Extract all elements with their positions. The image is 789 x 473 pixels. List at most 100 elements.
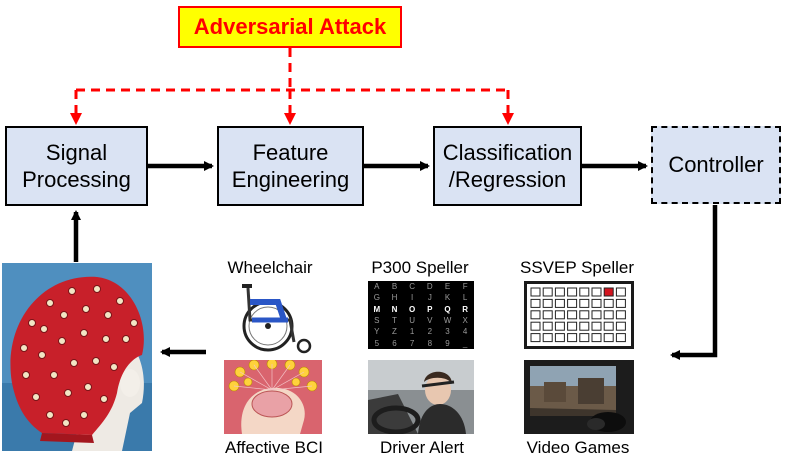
p300-cell: _ [462, 338, 468, 348]
p300-cell: Y [374, 327, 380, 337]
ssvep-cell [542, 298, 553, 308]
feature-engineering-label: Feature Engineering [231, 139, 350, 193]
ssvep-speller-label: SSVEP Speller [519, 258, 635, 277]
ssvep-cell [554, 298, 565, 308]
p300-cell: 5 [374, 338, 380, 348]
ssvep-cell [603, 333, 614, 343]
ssvep-cell [603, 310, 614, 320]
video-games-label: Video Games [526, 438, 630, 457]
p300-cell: A [374, 282, 380, 291]
ssvep-cell [542, 321, 553, 331]
ssvep-cell [591, 333, 602, 343]
p300-cell: N [391, 304, 398, 314]
p300-cell: I [411, 293, 414, 303]
ssvep-cell [591, 287, 602, 297]
signal-processing-label: Signal Processing [22, 139, 131, 193]
p300-cell: L [462, 293, 468, 303]
p300-cell: 4 [462, 327, 468, 337]
p300-cell: J [427, 293, 432, 303]
p300-cell: T [392, 315, 397, 325]
ssvep-cell [542, 333, 553, 343]
p300-cell: P [427, 304, 433, 314]
p300-cell: Q [444, 304, 451, 314]
ssvep-cell [554, 287, 565, 297]
ssvep-cell [542, 310, 553, 320]
ssvep-cell [567, 310, 578, 320]
p300-cell: H [391, 293, 398, 303]
ssvep-cell [591, 321, 602, 331]
ssvep-cell [603, 287, 614, 297]
ssvep-cell [579, 298, 590, 308]
ssvep-cell [567, 321, 578, 331]
p300-cell: G [373, 293, 380, 303]
p300-cell: S [374, 315, 380, 325]
p300-cell: 1 [409, 327, 415, 337]
affective-bci-image [224, 360, 322, 434]
wheelchair-image [228, 280, 316, 356]
ssvep-cell [579, 310, 590, 320]
wheelchair-label: Wheelchair [227, 258, 313, 277]
ssvep-cell [591, 298, 602, 308]
adversarial-attack-label: Adversarial Attack [193, 14, 387, 39]
p300-cell: E [444, 282, 451, 291]
controller-label: Controller [668, 152, 764, 178]
p300-speller-label: P300 Speller [371, 258, 469, 277]
p300-cell: 7 [409, 338, 415, 348]
eeg-cap-image [2, 263, 152, 451]
ssvep-cell [615, 287, 626, 297]
p300-cell: 8 [427, 338, 433, 348]
controller-box: Controller [651, 126, 781, 204]
ssvep-cell [591, 310, 602, 320]
p300-cell: K [444, 293, 451, 303]
ssvep-cell [603, 298, 614, 308]
ssvep-cell [554, 310, 565, 320]
p300-cell: M [373, 304, 381, 314]
p300-cell: 3 [445, 327, 450, 337]
ssvep-cell [579, 333, 590, 343]
ssvep-cell [615, 298, 626, 308]
affective-bci-label: Affective BCI [225, 438, 323, 457]
attack-arrows [70, 48, 514, 125]
ssvep-cell [615, 333, 626, 343]
ssvep-cell [554, 321, 565, 331]
ssvep-cell [530, 310, 541, 320]
driver-alert-label: Driver Alert [379, 438, 465, 457]
ssvep-cell [579, 287, 590, 297]
p300-cell: O [409, 304, 416, 314]
ssvep-cell [567, 333, 578, 343]
ssvep-cell [530, 298, 541, 308]
p300-cell: 6 [392, 338, 397, 348]
p300-cell: R [462, 304, 469, 314]
ssvep-cell [530, 333, 541, 343]
ssvep-cell [554, 333, 565, 343]
p300-cell: C [409, 282, 416, 291]
p300-cell: D [426, 282, 433, 291]
p300-cell: V [427, 315, 433, 325]
video-games-image [524, 360, 634, 434]
p300-cell: Z [392, 327, 397, 337]
p300-cell: X [462, 315, 468, 325]
p300-cell: 9 [445, 338, 450, 348]
ssvep-cell [567, 298, 578, 308]
p300-cell: F [462, 282, 468, 291]
ssvep-cell [542, 287, 553, 297]
p300-cell: U [409, 315, 416, 325]
ssvep-cell [603, 321, 614, 331]
ssvep-speller-image [524, 281, 634, 349]
ssvep-cell [615, 321, 626, 331]
p300-cell: 2 [427, 327, 433, 337]
p300-cell: W [443, 315, 452, 325]
classification-label: Classification /Regression [442, 139, 573, 193]
ssvep-cell [530, 287, 541, 297]
adversarial-attack-box: Adversarial Attack [178, 6, 402, 48]
classification-box: Classification /Regression [433, 126, 582, 206]
driver-alert-image [368, 360, 474, 434]
p300-cell: B [391, 282, 398, 291]
ssvep-cell [567, 287, 578, 297]
ssvep-cell [615, 310, 626, 320]
ssvep-cell [530, 321, 541, 331]
